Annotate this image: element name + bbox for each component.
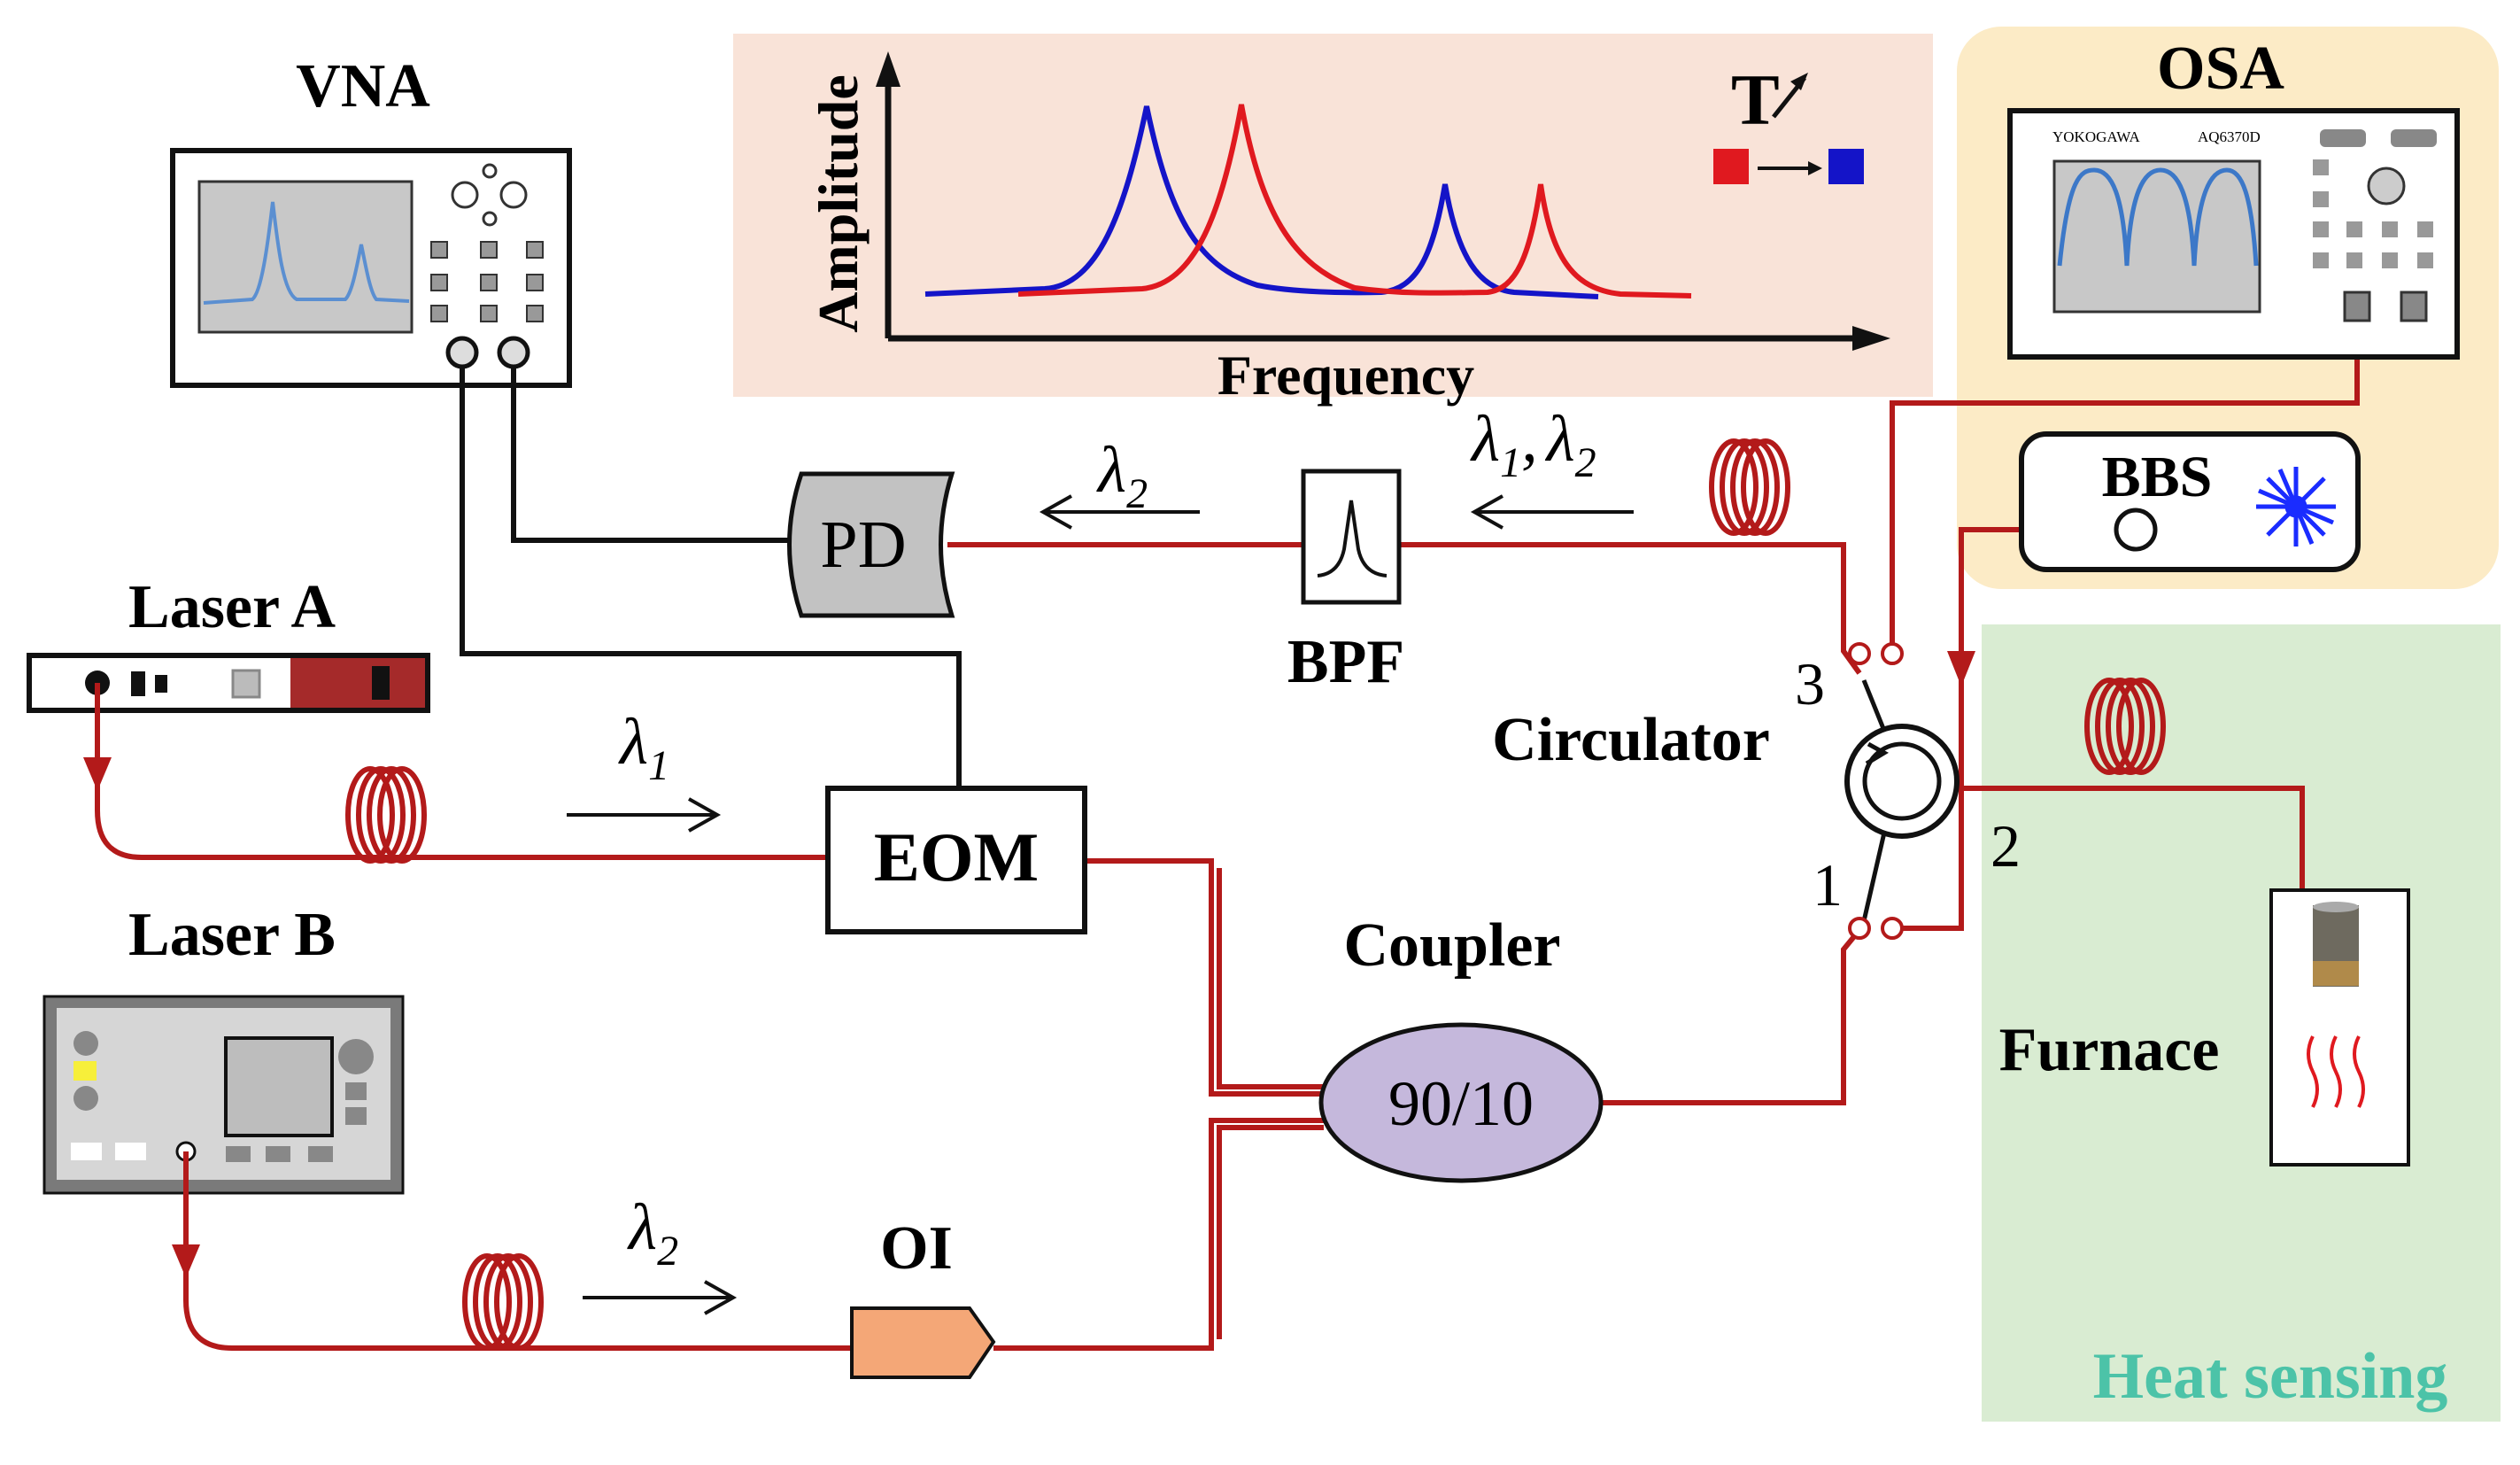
laser-a-label: Laser A	[128, 573, 336, 641]
vna-to-eom-wire	[460, 367, 962, 788]
fiber-coil	[1709, 438, 1790, 536]
vna-port-1	[445, 336, 479, 369]
osa-model: AQ6370D	[2198, 128, 2261, 145]
vna-trace	[203, 201, 410, 305]
inset-xlabel: Frequency	[1217, 344, 1474, 407]
osa: OSA YOKOGAWA AQ6370D	[2007, 35, 2460, 360]
red-square-icon	[1713, 149, 1749, 184]
circulator: Circulator 3 1 2	[1492, 642, 2021, 940]
laser-b: Laser B	[43, 901, 405, 1195]
eom: EOM	[825, 786, 1087, 934]
circulator-label: Circulator	[1492, 706, 1770, 774]
red-spectrum	[1017, 104, 1692, 298]
lambda1-symbol: λ	[618, 706, 648, 779]
port-1-label: 1	[1813, 851, 1843, 919]
blue-spectrum	[924, 105, 1599, 299]
osa-screen	[2052, 159, 2261, 314]
coupler-label: Coupler	[1344, 911, 1561, 980]
bpf-label: BPF	[1287, 628, 1404, 696]
heat-sensing-label: Heat sensing	[2093, 1340, 2448, 1413]
osa-input-port	[2343, 291, 2371, 322]
lambda1-subscript: 1	[1500, 439, 1521, 486]
eom-label: EOM	[874, 818, 1039, 895]
oi-label: OI	[880, 1214, 953, 1283]
lambda2-subscript: 2	[1575, 439, 1596, 486]
vna-keypad	[430, 241, 544, 322]
pd-label: PD	[820, 508, 906, 582]
vna-port-2	[497, 336, 530, 369]
lambda1-laser-a-arrow: λ1	[567, 706, 722, 833]
lambda2-laser-b-arrow: λ2	[583, 1191, 738, 1315]
heat-waves-icon	[2307, 1035, 2365, 1108]
svg-text:λ1: λ1	[618, 706, 669, 789]
furnace: Furnace	[1999, 888, 2410, 1167]
inset-ylabel: Amplitude	[807, 74, 870, 333]
svg-text:λ2: λ2	[1096, 434, 1148, 517]
lambda2-subscript: 2	[657, 1228, 678, 1275]
circulator-port-1	[1848, 917, 1871, 940]
svg-text:λ2: λ2	[627, 1191, 678, 1275]
coupler-ratio: 90/10	[1388, 1068, 1534, 1139]
bandpass-filter: BPF	[1287, 469, 1404, 696]
osa-label: OSA	[2157, 35, 2284, 103]
osa-brand: YOKOGAWA	[2052, 128, 2140, 145]
lambda2-symbol: λ	[627, 1191, 657, 1264]
shift-arrow-icon	[1808, 161, 1822, 175]
laser-b-label: Laser B	[128, 901, 336, 969]
furnace-label: Furnace	[1999, 1016, 2220, 1084]
circulator-port-3	[1848, 642, 1871, 665]
lambda2-symbol: λ	[1545, 403, 1575, 476]
bbs-label: BBS	[2102, 445, 2213, 509]
osa-keypad	[2313, 159, 2433, 268]
lambda2-subscript: 2	[1126, 470, 1148, 517]
vna: VNA	[170, 52, 572, 388]
lambda1-symbol: λ	[1470, 403, 1500, 476]
heat-sensing-panel	[1982, 624, 2501, 1422]
vna-screen	[197, 180, 414, 334]
laser-star-icon	[2256, 467, 2336, 546]
vna-knob	[499, 181, 528, 209]
fiber-coil	[2084, 678, 2166, 775]
temperature-symbol: T	[1731, 59, 1780, 140]
port-3-label: 3	[1795, 650, 1825, 717]
circulation-arrow-icon	[1865, 741, 1889, 766]
fiber-coil	[345, 766, 427, 864]
lambda2-symbol: λ	[1096, 434, 1126, 507]
circulator-port-bbs	[1881, 917, 1904, 940]
arrow-down-icon	[1947, 651, 1975, 686]
vna-knob	[451, 181, 479, 209]
lambda2-pd-arrow: λ2	[1039, 434, 1200, 530]
osa-trace	[2057, 167, 2259, 267]
bbs: BBS	[2019, 431, 2361, 572]
circulator-port-osa	[1881, 642, 1904, 665]
bbs-output-port	[2114, 508, 2158, 552]
fiber-coil	[462, 1253, 544, 1351]
arrow-down-icon	[172, 1244, 200, 1278]
photodetector: PD	[787, 471, 955, 618]
filter-response-icon	[1317, 500, 1388, 577]
optical-isolator: OI	[850, 1214, 996, 1379]
lambda1-subscript: 1	[648, 742, 669, 789]
inset-plot: Amplitude Frequency T	[807, 51, 1890, 407]
arrow-down-icon	[83, 757, 112, 791]
lambda-comma: ,	[1521, 403, 1538, 476]
vna-to-pd-wire	[511, 367, 801, 543]
coupler: Coupler 90/10	[1318, 911, 1604, 1183]
port-2-label: 2	[1990, 812, 2021, 880]
vna-label: VNA	[296, 52, 430, 120]
svg-text:λ1,λ2: λ1,λ2	[1470, 403, 1596, 486]
blue-square-icon	[1828, 149, 1864, 184]
laser-a: Laser A	[27, 573, 430, 713]
lambda12-bpf-arrow: λ1,λ2	[1470, 403, 1634, 530]
